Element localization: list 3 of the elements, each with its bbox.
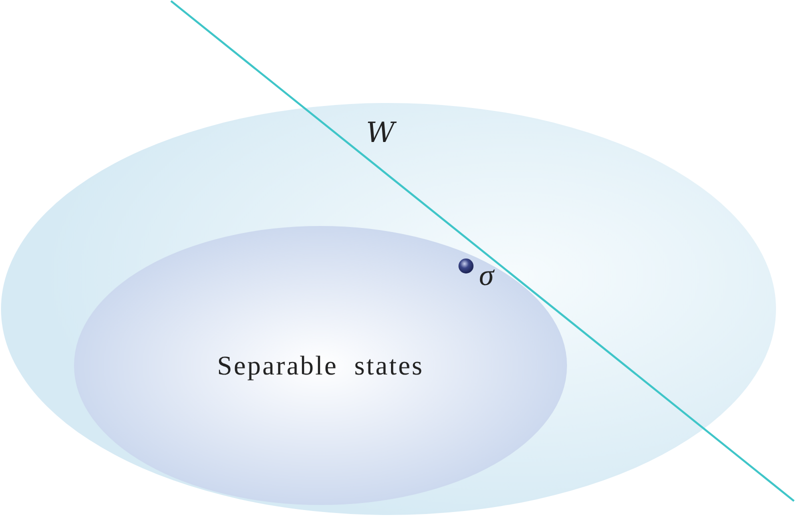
math-symbol: σ [479,261,494,291]
math-symbol: W [366,119,395,147]
set-label: Separable states [217,350,424,381]
